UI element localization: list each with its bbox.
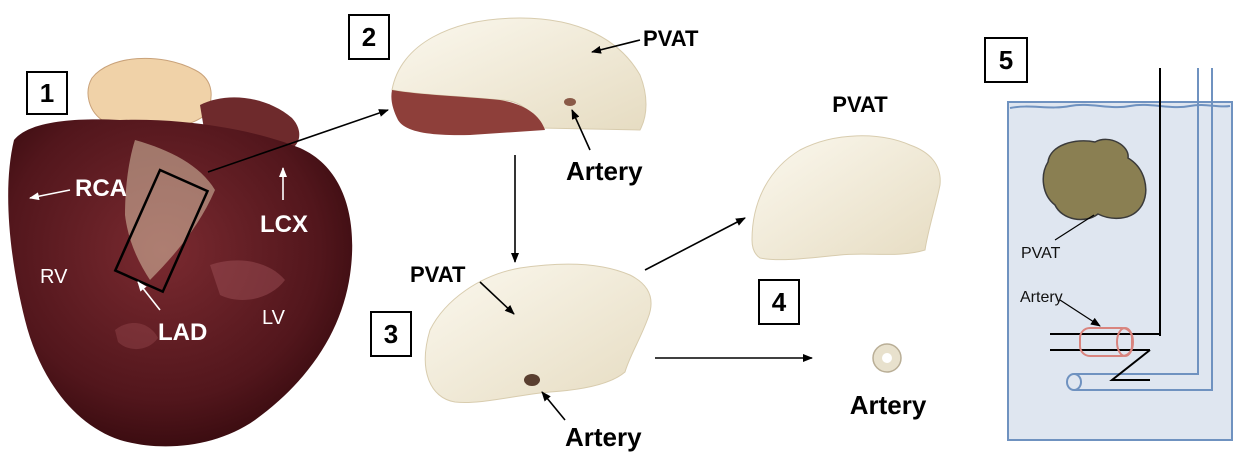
artery-label: Artery — [566, 156, 643, 186]
artery-label: Artery — [1020, 289, 1063, 306]
pvat-separated — [752, 136, 940, 260]
panel-2-tissue-block: PVAT Artery 2 — [349, 15, 699, 186]
pvat-label: PVAT — [832, 92, 888, 117]
rv-label: RV — [40, 266, 68, 288]
lad-label: LAD — [158, 319, 207, 346]
gas-tube-end — [1067, 374, 1081, 390]
heart-fat-cap — [88, 58, 211, 130]
lcx-label: LCX — [260, 211, 308, 238]
panel-number: 1 — [40, 78, 54, 108]
artery-label: Artery — [565, 422, 642, 452]
artery-lumen — [564, 98, 576, 106]
artery-ring-lumen — [882, 353, 892, 363]
panel-1-heart: RCA LCX LAD RV LV 1 — [8, 58, 352, 446]
rca-label: RCA — [75, 175, 127, 202]
pvat-label: PVAT — [410, 262, 466, 287]
panel-number: 4 — [772, 287, 787, 317]
artery-arrow — [542, 392, 565, 420]
flow-arrow-3-to-pvat — [645, 218, 745, 270]
lv-label: LV — [262, 307, 286, 329]
artery-hole — [524, 374, 540, 386]
artery-label: Artery — [850, 390, 927, 420]
panel-number: 2 — [362, 22, 376, 52]
panel-3-pvat-with-artery: PVAT Artery 3 — [371, 262, 651, 452]
panel-4-separated: PVAT Artery 4 — [752, 92, 940, 420]
pvat-label: PVAT — [1021, 245, 1061, 262]
panel-number: 3 — [384, 319, 398, 349]
panel-5-organ-bath: PVAT Artery 5 — [985, 38, 1232, 440]
pvat-label: PVAT — [643, 26, 699, 51]
panel-number: 5 — [999, 45, 1013, 75]
